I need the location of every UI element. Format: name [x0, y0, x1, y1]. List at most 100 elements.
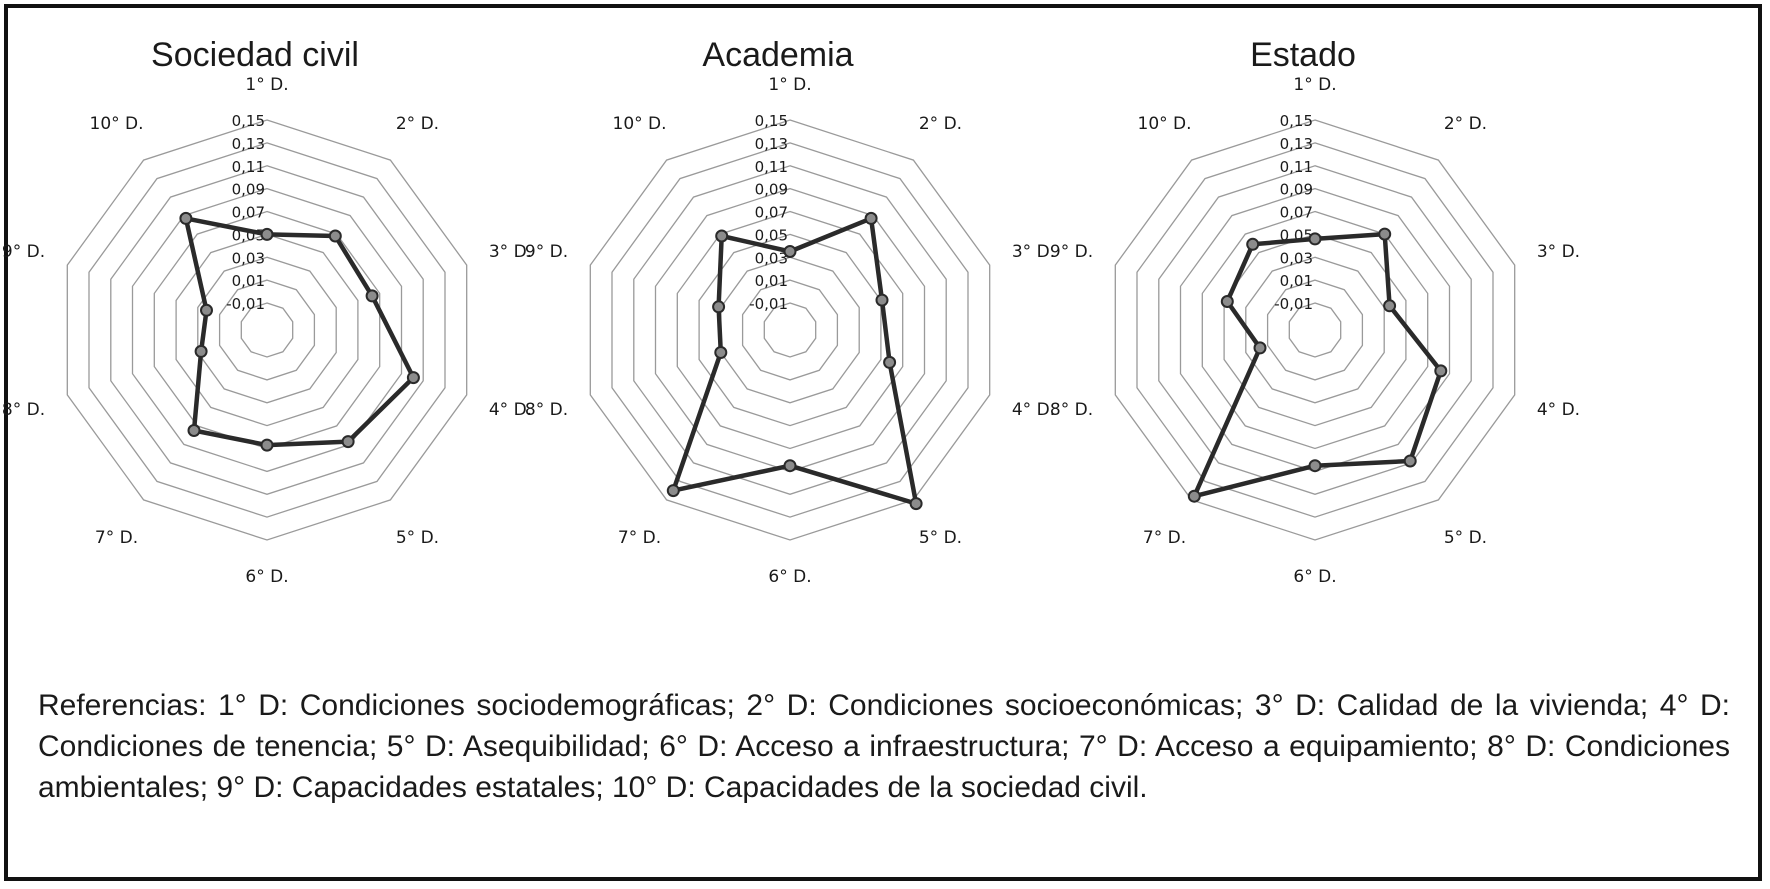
- grid-ring: [66, 119, 468, 541]
- axis-label: 2° D.: [396, 114, 439, 134]
- data-point-2: [1378, 227, 1392, 241]
- data-point-5: [1403, 454, 1417, 468]
- data-point-8: [194, 344, 208, 358]
- data-point-8: [1253, 341, 1267, 355]
- tick-label: 0,13: [232, 135, 265, 153]
- data-point-1: [783, 245, 797, 258]
- data-point-4: [1434, 364, 1448, 378]
- axis-label: 5° D.: [396, 528, 439, 548]
- tick-label: 0,01: [1280, 272, 1313, 290]
- data-point-10: [715, 229, 729, 243]
- tick-label: 0,13: [755, 135, 788, 153]
- series-line: [1192, 231, 1444, 499]
- tick-label: 0,09: [1280, 181, 1313, 199]
- grid-ring: [1114, 119, 1516, 541]
- data-point-2: [328, 229, 342, 243]
- axis-label: 4° D.: [489, 400, 532, 420]
- data-point-5: [909, 497, 923, 511]
- radar-panel-1: Sociedad civil-0,010,010,030,050,070,090…: [2, 36, 532, 587]
- data-point-9: [712, 300, 726, 314]
- axis-label: 2° D.: [919, 114, 962, 134]
- chart-title: Sociedad civil: [151, 36, 359, 74]
- axis-label: 4° D.: [1537, 400, 1580, 420]
- axis-label: 8° D.: [2, 400, 45, 420]
- tick-label: 0,09: [755, 181, 788, 199]
- tick-label: 0,15: [1280, 112, 1313, 130]
- chart-title: Estado: [1250, 36, 1356, 74]
- grid-ring: [1201, 210, 1429, 450]
- data-point-5: [341, 435, 355, 449]
- grid-ring: [720, 256, 860, 404]
- data-point-2: [864, 211, 878, 225]
- grid-ring: [240, 302, 294, 358]
- tick-label: 0,07: [232, 204, 265, 222]
- data-point-7: [1187, 489, 1201, 503]
- axis-label: 5° D.: [919, 528, 962, 548]
- grid-ring: [611, 142, 969, 518]
- axis-label: 7° D.: [618, 528, 661, 548]
- axis-label: 5° D.: [1444, 528, 1487, 548]
- data-point-7: [666, 484, 680, 498]
- data-point-3: [1383, 299, 1397, 313]
- tick-label: -0,01: [226, 295, 265, 313]
- data-point-10: [1246, 237, 1260, 251]
- axis-label: 10° D.: [90, 114, 144, 134]
- data-point-6: [260, 438, 274, 452]
- grid-ring: [763, 302, 817, 358]
- tick-label: 0,15: [755, 112, 788, 130]
- axis-label: 9° D.: [525, 242, 568, 262]
- radar-panel-2: Academia-0,010,010,030,050,070,090,110,1…: [525, 36, 1055, 587]
- axis-label: 3° D.: [1537, 242, 1580, 262]
- grid-ring: [589, 119, 991, 541]
- grid-ring: [741, 279, 839, 381]
- axis-label: 6° D.: [245, 567, 288, 587]
- data-point-3: [365, 289, 379, 303]
- axis-label: 8° D.: [1050, 400, 1093, 420]
- grid-ring: [1223, 233, 1407, 427]
- data-point-4: [406, 371, 420, 385]
- grid-ring: [698, 233, 882, 427]
- data-point-9: [1220, 295, 1234, 308]
- tick-label: 0,11: [1280, 158, 1313, 176]
- axis-label: 7° D.: [95, 528, 138, 548]
- data-point-4: [883, 355, 897, 369]
- axis-label: 1° D.: [245, 75, 288, 95]
- data-point-1: [1308, 232, 1322, 246]
- axis-label: 4° D.: [1012, 400, 1055, 420]
- grid-ring: [175, 233, 359, 427]
- radar-panel-3: Estado-0,010,010,030,050,070,090,110,130…: [1050, 36, 1580, 587]
- tick-label: 0,01: [232, 272, 265, 290]
- grid-ring: [88, 142, 446, 518]
- tick-label: 0,03: [1280, 249, 1313, 267]
- axis-label: 3° D.: [489, 242, 532, 262]
- grid-ring: [110, 165, 424, 495]
- tick-label: 0,15: [232, 112, 265, 130]
- axis-label: 3° D.: [1012, 242, 1055, 262]
- data-point-6: [1308, 459, 1322, 473]
- chart-title: Academia: [702, 36, 853, 74]
- grid-ring: [633, 165, 947, 495]
- axis-label: 1° D.: [768, 75, 811, 95]
- grid-ring: [153, 210, 381, 450]
- references-caption: Referencias: 1° D: Condiciones sociodemo…: [38, 689, 1730, 804]
- axis-label: 10° D.: [613, 114, 667, 134]
- tick-label: 0,07: [755, 204, 788, 222]
- data-point-8: [714, 346, 728, 359]
- grid-ring: [131, 187, 403, 473]
- tick-label: 0,11: [755, 158, 788, 176]
- tick-label: -0,01: [1274, 295, 1313, 313]
- grid-ring: [1136, 142, 1494, 518]
- axis-label: 10° D.: [1138, 114, 1192, 134]
- data-point-10: [179, 211, 193, 225]
- grid-ring: [1245, 256, 1385, 404]
- data-point-9: [200, 303, 213, 317]
- axis-label: 9° D.: [2, 242, 45, 262]
- tick-label: 0,03: [232, 249, 265, 267]
- tick-label: 0,03: [755, 249, 788, 267]
- tick-label: 0,05: [755, 226, 788, 244]
- data-point-6: [783, 459, 797, 473]
- tick-label: 0,13: [1280, 135, 1313, 153]
- axis-label: 6° D.: [1293, 567, 1336, 587]
- grid-ring: [676, 210, 904, 450]
